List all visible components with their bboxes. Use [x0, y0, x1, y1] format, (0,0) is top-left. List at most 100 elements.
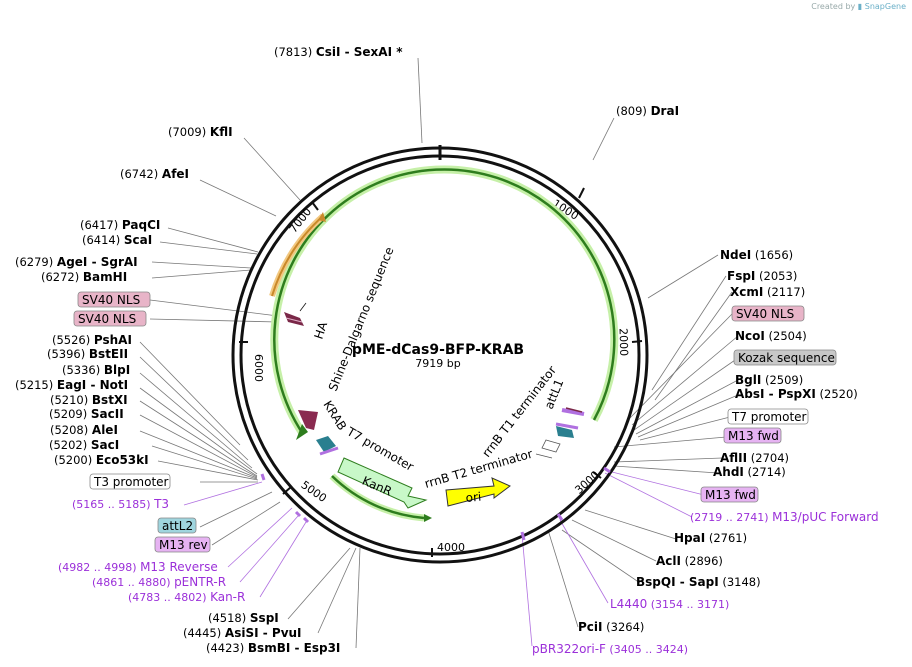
site-extra: - SapI	[676, 575, 719, 589]
site-name: KflI	[210, 125, 233, 139]
site-position: (2520)	[816, 387, 858, 401]
primer-name: pENTR-R	[174, 575, 226, 589]
site-paqci: (6417) PaqCI	[80, 218, 160, 232]
rrnb-t1-label: rrnB T1 terminator	[479, 363, 559, 460]
site-name: Eco53kI	[96, 453, 149, 467]
site-bstxi: (5210) BstXI	[50, 393, 128, 407]
site-name: PshAI	[94, 333, 132, 347]
site-xcmi: XcmI (2117)	[730, 285, 805, 299]
ori-label: ori	[465, 490, 482, 505]
site-name: BstEII	[89, 347, 128, 361]
site-position: (5200)	[54, 453, 96, 467]
site-name: SacII	[91, 407, 124, 421]
box-label: attL2	[162, 519, 193, 533]
box-label: M13 rev	[159, 538, 208, 552]
site-position: (809)	[616, 104, 651, 118]
site-alei: (5208) AleI	[50, 423, 118, 437]
site-name: AfeI	[162, 167, 189, 181]
site-position: (6742)	[120, 167, 162, 181]
primer-name: Kan-R	[210, 590, 245, 604]
krab-feature	[298, 410, 318, 430]
primer-labels: (5165 .. 5185) T3 (4982 .. 4998) M13 Reve…	[58, 497, 879, 656]
t7-promoter-marker	[316, 436, 336, 452]
primer-t3: (5165 .. 5185) T3	[72, 497, 169, 511]
dcas9-arrowhead	[296, 424, 308, 440]
site-position: (4423)	[206, 641, 248, 655]
site-name: AsiSI	[225, 626, 259, 640]
primer-name: M13 Reverse	[140, 560, 218, 574]
site-position: (2053)	[755, 269, 797, 283]
site-name: DraI	[651, 104, 679, 118]
site-name: PaqCI	[122, 218, 160, 232]
tick-6000: 6000	[252, 354, 265, 382]
site-position: (2896)	[681, 554, 723, 568]
primer-mark-right1	[561, 408, 585, 416]
orange-arrowhead	[318, 212, 326, 222]
primer-m13rev: (4982 .. 4998) M13 Reverse	[58, 560, 218, 574]
site-name: SspI	[250, 611, 279, 625]
krab-label: KRAB	[320, 398, 349, 433]
box-label: SV40 NLS	[82, 293, 140, 307]
credit-prefix: Created by	[811, 2, 856, 11]
site-name: NdeI	[720, 248, 751, 262]
site-bamhi: (6272) BamHI	[41, 270, 127, 284]
site-position: (6417)	[80, 218, 122, 232]
box-label: T7 promoter	[731, 410, 807, 424]
primer-range: (3154 .. 3171)	[647, 598, 729, 611]
site-absi: AbsI - PspXI (2520)	[735, 387, 858, 401]
site-bsteii: (5396) BstEII	[47, 347, 128, 361]
kanr-feature	[337, 457, 428, 509]
site-position: (2704)	[747, 451, 789, 465]
site-name: PciI	[578, 620, 603, 634]
shine-dalgarno-label: Shine-Dalgarno sequence	[326, 245, 397, 393]
primer-mark-right2	[555, 422, 579, 430]
site-extra: - PspXI	[764, 387, 815, 401]
site-agei: (6279) AgeI - SgrAI	[15, 255, 138, 269]
site-extra: - SgrAI	[87, 255, 137, 269]
site-ncoi: NcoI (2504)	[735, 329, 807, 343]
site-sspi: (4518) SspI	[208, 611, 279, 625]
box-label: T3 promoter	[93, 475, 169, 489]
site-position: (6272)	[41, 270, 83, 284]
site-name: HpaI	[674, 531, 705, 545]
box-attl2: attL2	[157, 517, 197, 534]
site-name: BamHI	[83, 270, 127, 284]
site-name: ScaI	[124, 233, 152, 247]
box-t7p: T7 promoter	[727, 408, 809, 425]
site-position: (2761)	[705, 531, 747, 545]
site-bgli: BglI (2509)	[735, 373, 803, 387]
primer-l4440: L4440 (3154 .. 3171)	[610, 597, 729, 611]
site-position: (4445)	[183, 626, 225, 640]
primer-pbr: pBR322ori-F (3405 .. 3424)	[532, 642, 688, 656]
site-position: (6279)	[15, 255, 57, 269]
primer-kanr: (4783 .. 4802) Kan-R	[128, 590, 245, 604]
primer-name: T3	[153, 497, 169, 511]
snapgene-credit: Created by ▮ SnapGene	[811, 2, 906, 11]
site-acli: AclI (2896)	[656, 554, 723, 568]
primer-range: (4982 .. 4998)	[58, 561, 140, 574]
site-position: (2117)	[763, 285, 805, 299]
site-position: (5336)	[62, 363, 104, 377]
box-kozak: Kozak sequence	[733, 349, 837, 366]
site-name: AclI	[656, 554, 681, 568]
dcas9-cds-arc	[273, 168, 616, 435]
site-name: BsmBI	[248, 641, 290, 655]
primer-name: M13/pUC Forward	[772, 510, 879, 524]
site-extra: - NotI	[86, 378, 128, 392]
primer-name: L4440	[610, 597, 647, 611]
ori-feature	[445, 477, 511, 507]
site-name: BstXI	[92, 393, 128, 407]
box-label: M13 fwd	[705, 488, 756, 502]
site-name: AbsI	[735, 387, 764, 401]
site-position: (5210)	[50, 393, 92, 407]
site-drai: (809) DraI	[616, 104, 679, 118]
primer-range: (4861 .. 4880)	[92, 576, 174, 589]
site-name: AgeI	[57, 255, 87, 269]
restriction-sites: (7813) CsiI - SexAI *(809) DraI(7009) Kf…	[15, 45, 858, 655]
plasmid-length: 7919 bp	[415, 357, 460, 370]
site-name: AleI	[92, 423, 118, 437]
site-ahdi: AhdI (2714)	[713, 465, 786, 479]
primer-range: (2719 .. 2741)	[690, 511, 772, 524]
